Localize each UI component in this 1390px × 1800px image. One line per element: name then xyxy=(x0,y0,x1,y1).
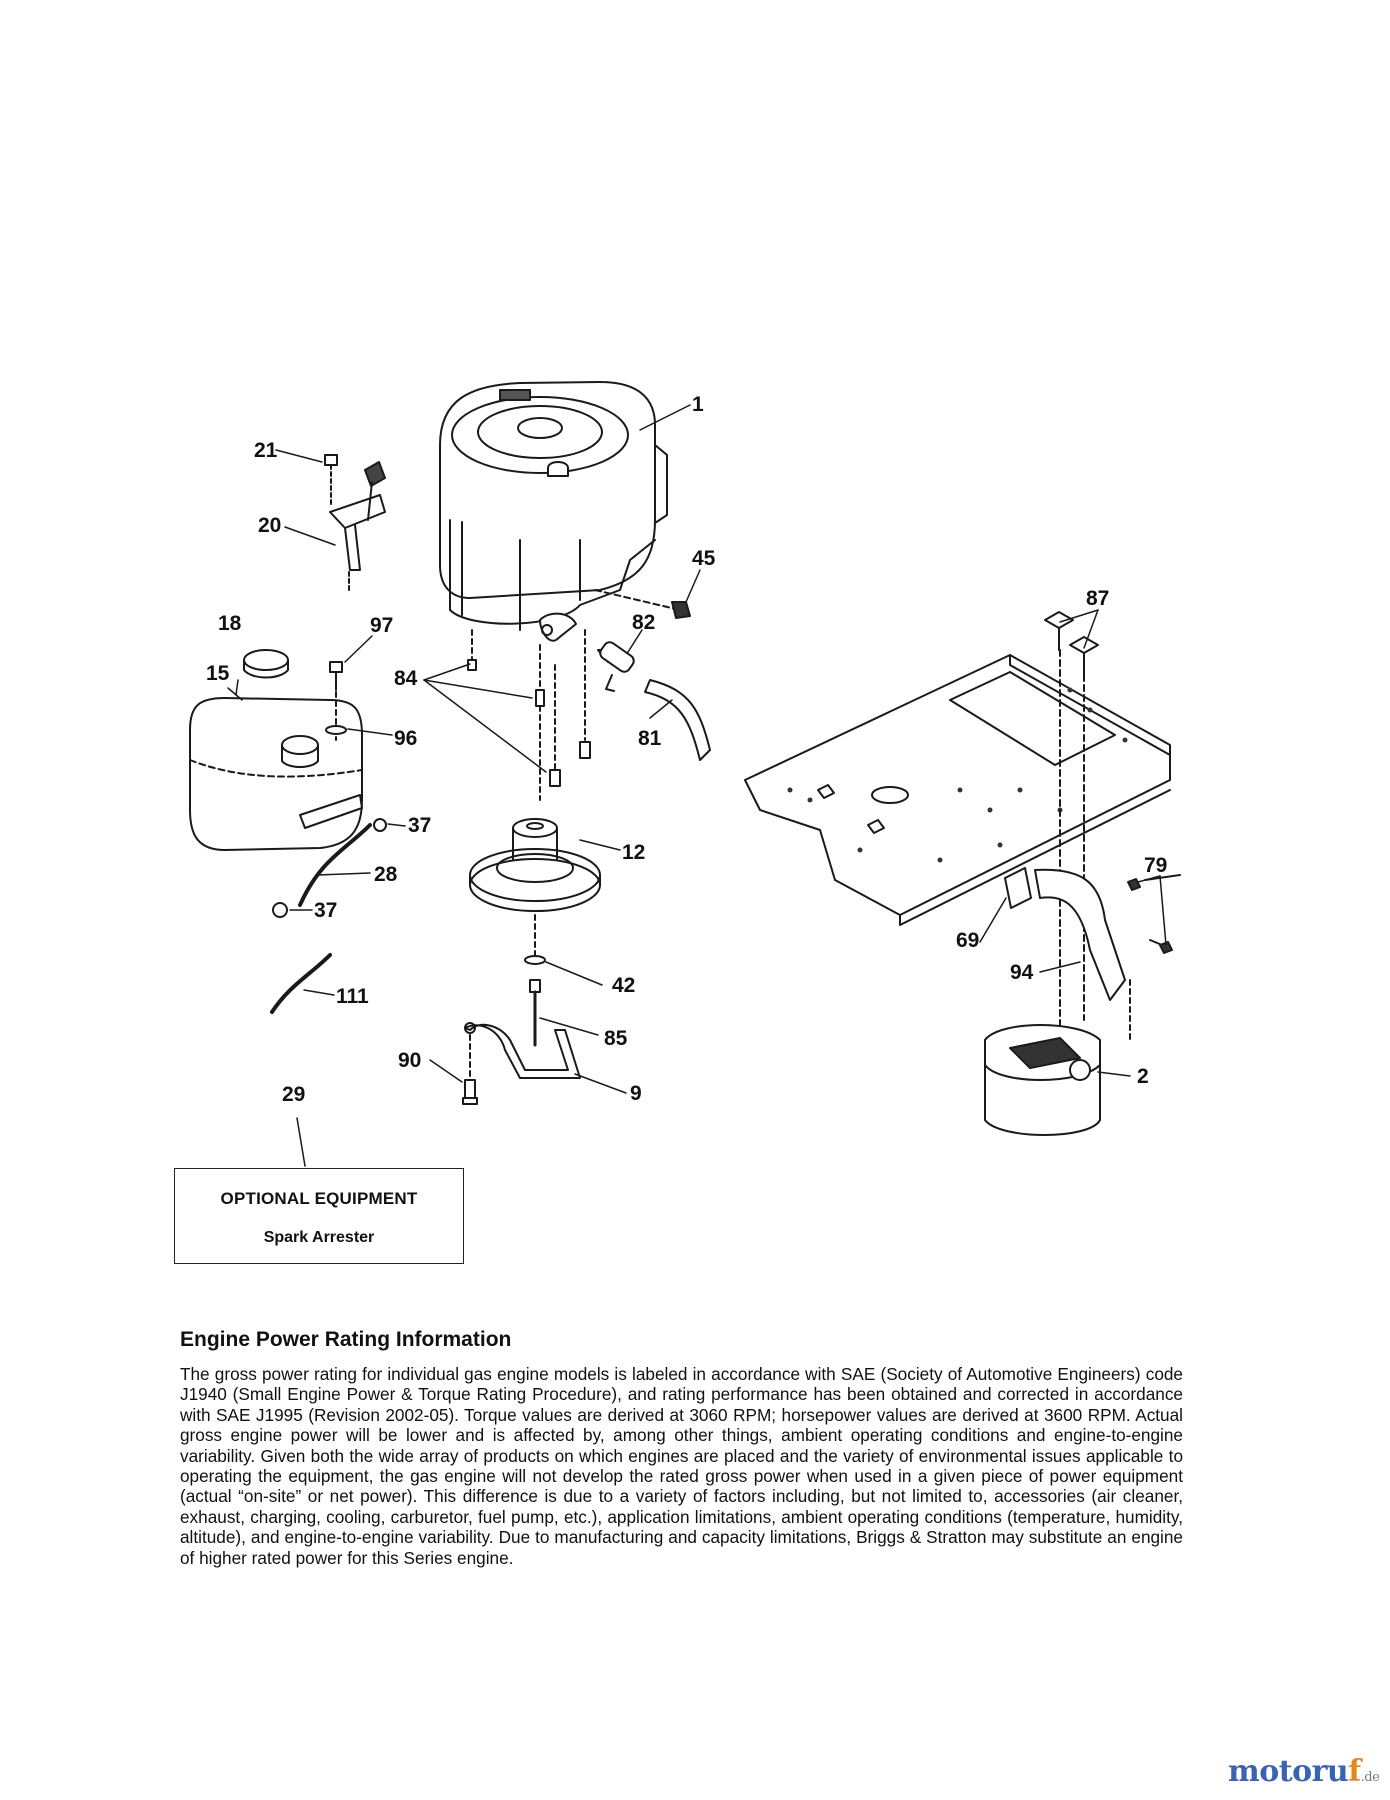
watermark-logo: motoruf.de xyxy=(1228,1754,1380,1789)
fuel-line xyxy=(272,818,387,918)
callout-45: 45 xyxy=(692,547,716,570)
leader-line xyxy=(539,1017,599,1036)
rating-body: The gross power rating for individual ga… xyxy=(180,1364,1183,1568)
callout-15: 15 xyxy=(206,662,230,685)
leader-line xyxy=(387,823,406,827)
optional-equipment-item: Spark Arrester xyxy=(263,1229,375,1246)
callout-9: 9 xyxy=(630,1082,642,1105)
leader-line xyxy=(227,687,243,701)
leader-line xyxy=(423,679,547,773)
engine-bolts-84 xyxy=(467,629,591,801)
callout-21: 21 xyxy=(254,439,278,462)
leader-line xyxy=(275,449,323,463)
pulley-bolt xyxy=(524,914,546,1047)
callout-69: 69 xyxy=(956,929,980,952)
belt-keeper xyxy=(462,1022,581,1105)
callout-28: 28 xyxy=(374,863,398,886)
engine-pulley xyxy=(469,818,601,912)
leader-line xyxy=(235,679,239,696)
leader-line xyxy=(423,679,533,699)
watermark-tld: .de xyxy=(1360,1770,1380,1785)
engine xyxy=(439,381,668,642)
callout-94: 94 xyxy=(1010,961,1034,984)
callout-42: 42 xyxy=(612,974,636,997)
leader-line xyxy=(347,728,393,736)
callout-2: 2 xyxy=(1137,1065,1149,1088)
throttle-control xyxy=(324,454,386,591)
leader-line xyxy=(344,635,373,663)
callout-82: 82 xyxy=(632,611,656,634)
watermark-brand-accent: f xyxy=(1348,1754,1361,1789)
callout-20: 20 xyxy=(258,514,282,537)
callout-81: 81 xyxy=(638,727,662,750)
optional-equipment-title: OPTIONAL EQUIPMENT xyxy=(220,1189,418,1208)
fuel-filter xyxy=(594,589,711,761)
leader-line xyxy=(1083,609,1099,649)
leader-line xyxy=(574,1073,627,1094)
callout-97: 97 xyxy=(370,614,394,637)
rating-heading: Engine Power Rating Information xyxy=(180,1328,512,1351)
callout-111: 111 xyxy=(336,985,369,1008)
leader-line xyxy=(639,404,691,431)
callout-12: 12 xyxy=(622,841,646,864)
callout-90: 90 xyxy=(398,1049,422,1072)
bolt-97 xyxy=(325,661,347,741)
leader-line xyxy=(317,872,371,876)
fuel-tank xyxy=(189,649,363,851)
leader-line xyxy=(1097,1071,1131,1077)
callout-37-top: 37 xyxy=(408,814,432,837)
screws-87 xyxy=(1044,611,1099,1031)
callout-96: 96 xyxy=(394,727,418,750)
leader-line xyxy=(303,989,335,996)
hose-111 xyxy=(270,953,332,1014)
leader-line xyxy=(1137,875,1161,883)
leader-line xyxy=(1059,609,1099,623)
leader-line xyxy=(1039,961,1081,973)
leader-line xyxy=(979,897,1007,943)
callout-79: 79 xyxy=(1144,854,1168,877)
leader-line xyxy=(685,569,701,603)
leader-line xyxy=(545,961,603,986)
callout-87: 87 xyxy=(1086,587,1110,610)
callout-37-bottom: 37 xyxy=(314,899,338,922)
leader-line xyxy=(296,1117,306,1167)
exhaust-pipe xyxy=(1004,867,1181,1041)
optional-equipment-box: OPTIONAL EQUIPMENT Spark Arrester xyxy=(174,1168,464,1264)
leader-line xyxy=(649,699,673,719)
leader-line xyxy=(284,526,336,546)
callout-29: 29 xyxy=(282,1083,306,1106)
watermark-brand: motoru xyxy=(1228,1754,1349,1789)
callout-85: 85 xyxy=(604,1027,628,1050)
leader-line xyxy=(429,1059,463,1083)
leader-line xyxy=(627,629,643,653)
chassis-frame xyxy=(744,654,1171,926)
callout-1: 1 xyxy=(692,393,704,416)
muffler xyxy=(984,1024,1101,1136)
leader-line xyxy=(423,663,471,681)
callout-18: 18 xyxy=(218,612,242,635)
leader-line xyxy=(1159,875,1167,946)
leader-line xyxy=(579,839,621,851)
callout-84: 84 xyxy=(394,667,418,690)
